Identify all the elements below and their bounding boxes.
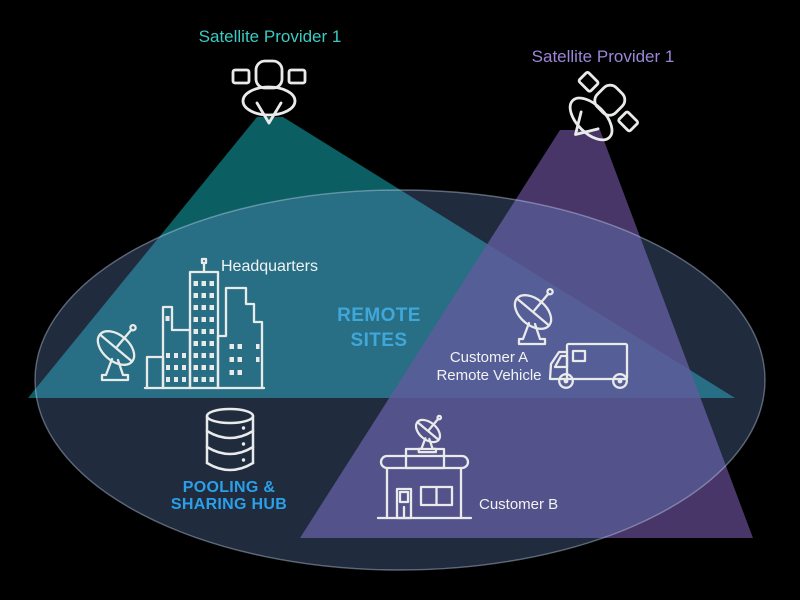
- hub-line2: SHARING HUB: [170, 496, 288, 513]
- remote-sites-line2: SITES: [350, 330, 408, 351]
- customer-a-line1: Customer A: [449, 349, 529, 366]
- provider-2-beam: [300, 130, 753, 538]
- shop-building-icon: [376, 406, 473, 520]
- database-icon: [205, 407, 255, 472]
- provider-1-label: Satellite Provider 1: [198, 27, 342, 46]
- pooling-sharing-hub-label: POOLING & SHARING HUB: [129, 479, 329, 513]
- city-skyline-icon: [143, 257, 266, 390]
- remote-sites-line1: REMOTE: [337, 305, 421, 326]
- provider-2-label: Satellite Provider 1: [531, 47, 675, 66]
- truck-icon: [548, 342, 629, 389]
- remote-sites-label: REMOTE SITES: [289, 303, 469, 353]
- satellite-icon: [231, 59, 307, 125]
- customer-a-line2: Remote Vehicle: [436, 367, 542, 384]
- customer-b-label: Customer B: [479, 496, 559, 513]
- customer-a-label: Customer A Remote Vehicle: [389, 349, 589, 385]
- headquarters-label: Headquarters: [221, 258, 318, 275]
- hub-line1: POOLING &: [182, 479, 276, 496]
